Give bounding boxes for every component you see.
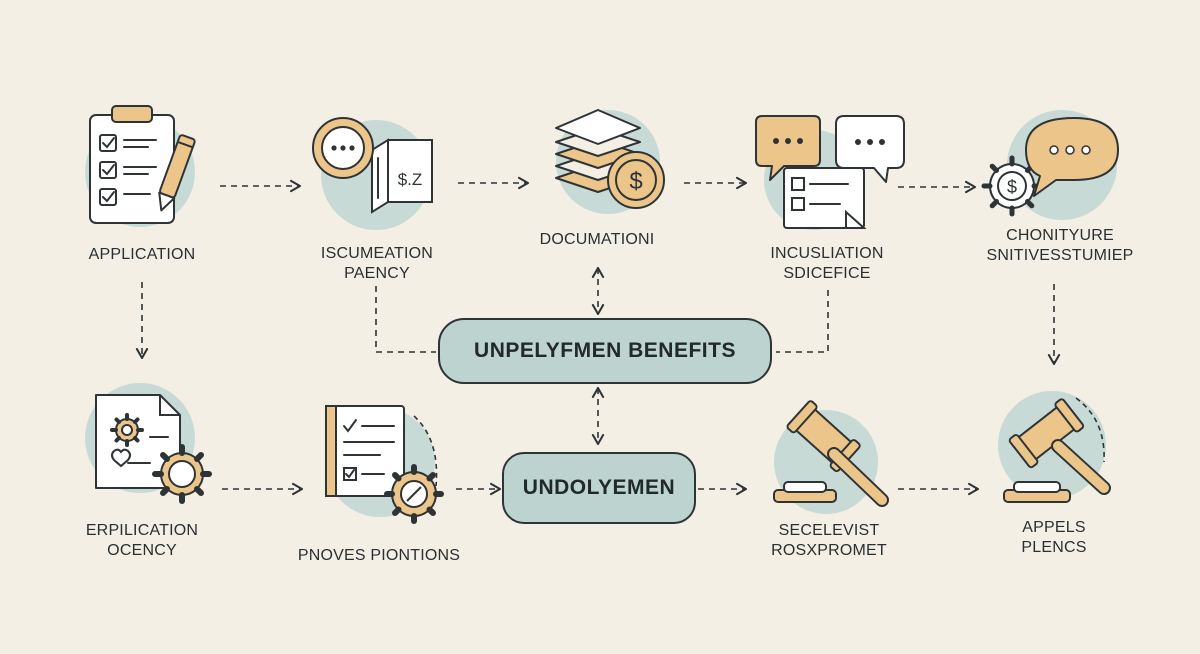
node-label-selection-line1: SECELEVIST xyxy=(778,522,880,539)
node-label-inclusion-service: INCUSLIATION SDICEFICE xyxy=(742,244,912,284)
coin-symbol: $ xyxy=(629,168,642,195)
node-label-documentation-agency-line2: PAENCY xyxy=(344,265,410,282)
node-label-appeals-line2: PLENCS xyxy=(1021,539,1087,556)
node-label-appeals: APPELS PLENCS xyxy=(974,518,1134,558)
node-label-community-line1: CHONITYURE xyxy=(1006,227,1114,244)
stack-coin-icon: $ xyxy=(555,109,665,214)
center-main-box: UNPELYFMEN BENEFITS xyxy=(438,318,772,384)
chat-form-icon xyxy=(755,115,905,230)
node-label-eligibility-line1: ERPILICATION xyxy=(85,522,199,539)
node-label-application-line1: APPLICATION xyxy=(88,246,196,263)
node-label-proves-positions-line1: PNOVES PIONTIONS xyxy=(297,547,461,564)
node-label-selection: SECELEVIST ROSXPROMET xyxy=(744,521,914,561)
clipboard-icon xyxy=(85,105,196,227)
node-label-inclusion-service-line2: SDICEFICE xyxy=(783,265,871,282)
connector-agency-to-center xyxy=(375,286,436,353)
node-label-documentation-agency-line1: ISCUMEATION xyxy=(320,245,434,262)
node-label-community-line2: SNITIVESSTUMIEP xyxy=(986,247,1134,264)
node-label-inclusion-service-line1: INCUSLIATION xyxy=(770,245,884,262)
document-gears-icon xyxy=(85,383,212,504)
node-label-documentation-line1: DOCUMATIONI xyxy=(539,231,655,248)
node-label-eligibility-line2: OCENCY xyxy=(107,542,177,559)
connector-inclusion-to-center xyxy=(776,290,829,353)
checklist-gear-icon xyxy=(325,405,444,524)
document-amount-text: $.Z xyxy=(398,170,423,189)
node-label-community: CHONITYURE SNITIVESSTUMIEP xyxy=(960,226,1160,266)
appeals-gavel-icon xyxy=(998,391,1111,503)
center-sub-box: UNDOLYEMEN xyxy=(502,452,696,524)
gear-coin-symbol: $ xyxy=(1007,177,1017,197)
node-label-appeals-line1: APPELS xyxy=(1022,519,1086,536)
node-label-documentation-agency: ISCUMEATION PAENCY xyxy=(292,244,462,284)
node-label-proves-positions: PNOVES PIONTIONS xyxy=(284,546,474,566)
node-label-documentation: DOCUMATIONI xyxy=(512,230,682,250)
gavel-icon xyxy=(773,400,889,514)
connectors xyxy=(135,176,1061,496)
node-label-eligibility: ERPILICATION OCENCY xyxy=(62,521,222,561)
gear-speech-icon: $ xyxy=(981,110,1119,220)
node-label-selection-line2: ROSXPROMET xyxy=(771,542,887,559)
agency-document-icon: $.Z xyxy=(312,117,433,230)
center-sub-label: UNDOLYEMEN xyxy=(522,476,676,499)
center-main-label: UNPELYFMEN BENEFITS xyxy=(474,339,736,362)
node-label-application: APPLICATION xyxy=(62,245,222,265)
